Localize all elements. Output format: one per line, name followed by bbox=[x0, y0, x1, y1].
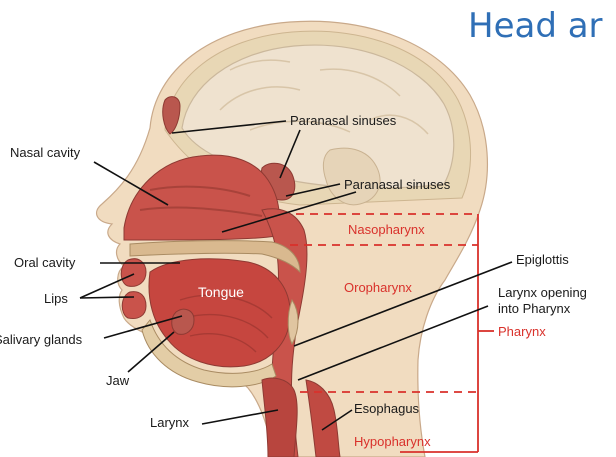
label-tongue: Tongue bbox=[198, 284, 244, 300]
label-lips: Lips bbox=[44, 291, 68, 306]
page-title: Head ar bbox=[468, 6, 603, 46]
salivary-gland bbox=[172, 309, 194, 334]
label-paranasal-sinuses-upper: Paranasal sinuses bbox=[290, 113, 396, 128]
leader-lips-2 bbox=[80, 297, 134, 298]
label-pharynx: Pharynx bbox=[498, 324, 546, 339]
label-nasal-cavity: Nasal cavity bbox=[10, 145, 80, 160]
label-larynx-opening-line2: into Pharynx bbox=[498, 301, 570, 316]
label-nasopharynx: Nasopharynx bbox=[348, 222, 425, 237]
label-epiglottis: Epiglottis bbox=[516, 252, 569, 267]
label-larynx-opening-line1: Larynx opening bbox=[498, 285, 587, 300]
label-paranasal-sinuses-lower: Paranasal sinuses bbox=[344, 177, 450, 192]
label-hypopharynx: Hypopharynx bbox=[354, 434, 431, 449]
larynx-shape bbox=[262, 378, 297, 457]
label-salivary-glands: Salivary glands bbox=[0, 332, 82, 347]
label-esophagus: Esophagus bbox=[354, 401, 419, 416]
label-jaw: Jaw bbox=[106, 373, 129, 388]
label-oropharynx: Oropharynx bbox=[344, 280, 412, 295]
label-oral-cavity: Oral cavity bbox=[14, 255, 75, 270]
label-larynx: Larynx bbox=[150, 415, 189, 430]
